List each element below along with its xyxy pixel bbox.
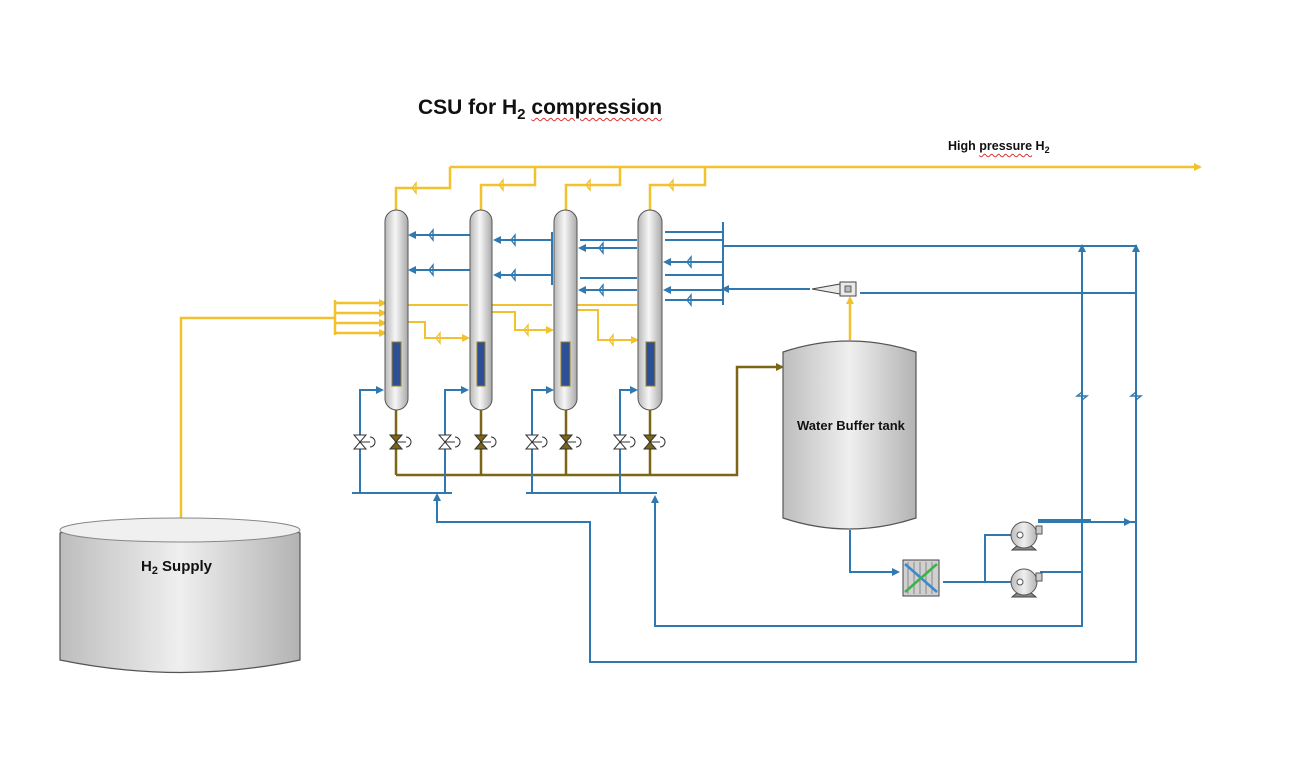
column-2 [469,209,493,411]
water-circulation-lines [352,222,1140,663]
water-buffer-tank-label: Water Buffer tank [797,418,905,433]
water-buffer-tank [782,296,917,530]
high-pressure-h2-label: High pressure H2 [948,139,1050,155]
water-control-valves [352,434,636,450]
ejector [811,281,857,297]
cooling-water-manifolds [408,231,723,301]
pump-1 [1010,521,1043,551]
column-1 [384,209,409,411]
pump-2 [1010,568,1043,598]
drain-control-valves [388,434,666,450]
column-4 [637,209,663,411]
hydrogen-supply-line [179,299,387,520]
h2-supply-tank [59,517,301,674]
column-3 [553,209,578,411]
diagram-title: CSU for H2 compression [418,96,663,123]
heat-exchanger [902,559,940,597]
interstage-h2-lines [408,304,639,344]
compression-columns [384,209,663,411]
drain-lines [394,363,784,477]
high-pressure-h2-header [394,163,1202,210]
h2-outlet-check-valves [407,179,678,194]
return-line-check-valves [1075,388,1143,404]
h2-supply-label: H2 Supply [141,558,213,578]
